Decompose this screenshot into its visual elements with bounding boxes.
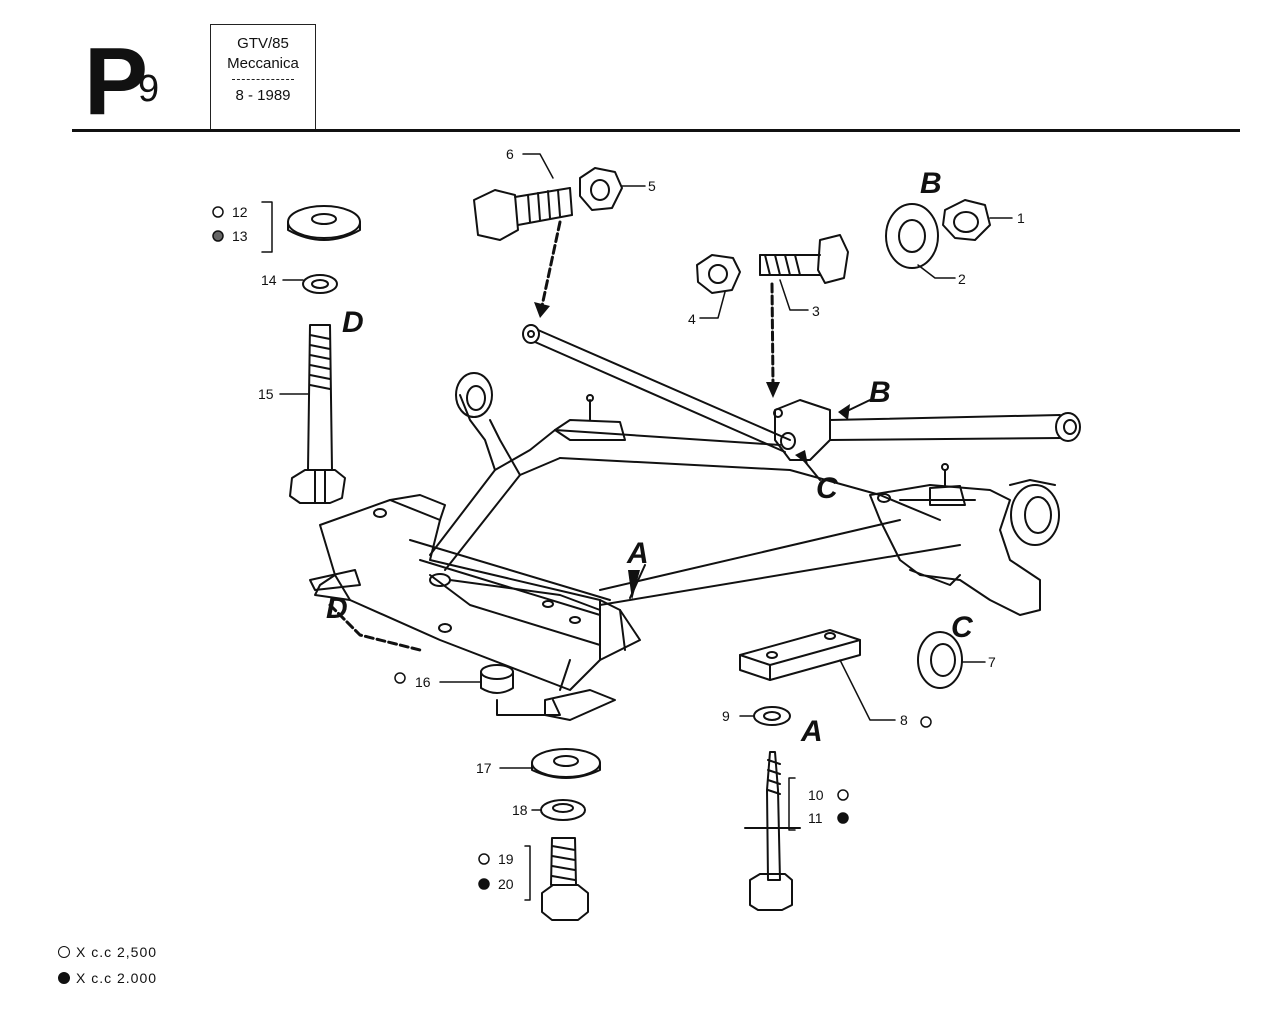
part-5-nut — [579, 167, 623, 211]
view-letter-d-bolt: D — [342, 306, 364, 339]
title-block: GTV/85 Meccanica 8 - 1989 — [210, 24, 316, 130]
callout-5: 5 — [648, 178, 656, 194]
view-letter-a-stud: A — [800, 715, 823, 748]
variant-markers — [212, 206, 932, 890]
legend-open: X c.c 2,500 — [58, 944, 157, 960]
arrow-b-leader — [844, 399, 871, 413]
callout-7: 7 — [988, 654, 996, 670]
callout-numbers: 1 2 3 4 5 6 7 8 9 10 11 12 13 14 15 16 1… — [232, 146, 1025, 892]
part-2-washer — [885, 203, 939, 269]
callout-20: 20 — [498, 876, 514, 892]
part-10-11-stud — [744, 751, 801, 911]
title-divider — [232, 79, 294, 80]
part-6-bolt — [473, 187, 573, 241]
part-12-13-washer — [287, 205, 361, 241]
part-16-bushing — [480, 664, 561, 716]
part-15-long-bolt — [289, 324, 346, 504]
part-1-nut — [942, 199, 991, 241]
callout-18: 18 — [512, 802, 528, 818]
callout-leaders — [261, 153, 1013, 901]
callout-3: 3 — [812, 303, 820, 319]
callout-14: 14 — [261, 272, 277, 288]
model-label: GTV/85 — [237, 35, 289, 52]
part-7-seal — [917, 631, 963, 689]
lateral-link-right — [773, 399, 1081, 461]
view-letter-c-seal: C — [951, 611, 974, 644]
rear-crossmember — [309, 494, 641, 721]
part-3-bolt — [759, 234, 849, 284]
callout-11: 11 — [808, 810, 823, 826]
callout-19: 19 — [498, 851, 514, 867]
view-letters: B D B C A D C A — [326, 167, 974, 748]
part-18-lock-washer — [540, 799, 586, 821]
callout-9: 9 — [722, 708, 730, 724]
callout-13: 13 — [232, 228, 248, 244]
part-9-washer — [753, 706, 791, 726]
header-rule — [72, 129, 1240, 132]
callout-1: 1 — [1017, 210, 1025, 226]
right-hub-housing — [869, 463, 1060, 616]
callout-2: 2 — [958, 271, 966, 287]
legend-filled: X c.c 2.000 — [58, 970, 157, 986]
date-label: 8 - 1989 — [235, 87, 291, 104]
part-17-washer — [531, 748, 601, 779]
part-4-nut — [696, 254, 741, 294]
trailing-link-left — [522, 324, 791, 453]
callout-10: 10 — [808, 787, 824, 803]
section-label: Meccanica — [227, 55, 299, 72]
callout-15: 15 — [258, 386, 274, 402]
arrow-a-leader — [629, 564, 646, 599]
open-circle-icon — [58, 946, 70, 958]
filled-circle-icon — [58, 972, 70, 984]
legend-filled-text: X c.c 2.000 — [76, 970, 158, 986]
callout-17: 17 — [476, 760, 492, 776]
callout-16: 16 — [415, 674, 431, 690]
callout-12: 12 — [232, 204, 248, 220]
view-letter-b-top: B — [920, 167, 942, 200]
callout-6: 6 — [506, 146, 514, 162]
page-number: 9 — [138, 68, 160, 110]
part-8-plate — [739, 629, 861, 681]
part-19-20-bolt — [541, 837, 589, 921]
view-letter-d-frame: D — [326, 592, 348, 625]
legend-open-text: X c.c 2,500 — [76, 944, 158, 960]
callout-8: 8 — [900, 712, 908, 728]
part-14-spring-washer — [302, 274, 338, 294]
view-letter-c-link: C — [816, 472, 839, 505]
view-letter-b-link: B — [869, 376, 891, 409]
arrow-c-leader — [801, 457, 821, 481]
insertion-arrows — [328, 220, 775, 652]
subframe-arms — [429, 372, 961, 606]
view-letter-a-frame: A — [626, 537, 649, 570]
page-letter: P — [84, 28, 148, 135]
callout-4: 4 — [688, 311, 696, 327]
